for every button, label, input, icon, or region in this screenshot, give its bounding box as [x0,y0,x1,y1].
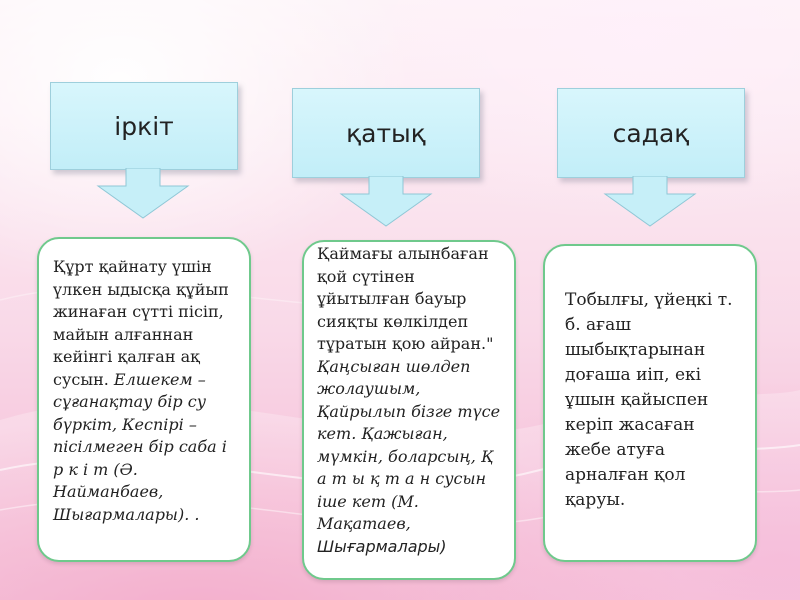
definition-example-end: Шығармалары) [317,536,447,556]
down-arrow-icon [339,176,433,227]
definition-plain: Қаймағы алынбаған қой сүтінен ұйытылған … [317,244,494,353]
definition-card-irkit: Құрт қайнату үшін үлкен ыдысқа құйып жин… [37,237,251,562]
definition-card-katyk: Қаймағы алынбаған қой сүтінен ұйытылған … [302,240,516,580]
definition-example: Елшекем – сұғанақтау бір су бүркіт, Кесп… [53,369,227,524]
header-label: садақ [612,118,690,148]
down-arrow-icon [603,176,697,227]
header-label: іркіт [114,111,174,141]
header-label: қатық [346,118,426,148]
definition-example: Қаңсыған шөлдеп жолаушым, Қайрылып бізге… [317,356,501,534]
definition-plain: Құрт қайнату үшін үлкен ыдысқа құйып жин… [53,257,229,389]
definition-text: Құрт қайнату үшін үлкен ыдысқа құйып жин… [53,256,239,526]
header-box-sadak: садақ [557,88,745,178]
definition-card-sadak: Тобылғы, үйеңкі т. б. ағаш шыбықтарынан … [543,244,757,562]
definition-text: Тобылғы, үйеңкі т. б. ағаш шыбықтарынан … [565,288,745,513]
header-box-katyk: қатық [292,88,480,178]
down-arrow-icon [96,168,190,219]
definition-plain: Тобылғы, үйеңкі т. б. ағаш шыбықтарынан … [565,290,733,510]
definition-text: Қаймағы алынбаған қой сүтінен ұйытылған … [317,243,507,558]
header-box-irkit: іркіт [50,82,238,170]
